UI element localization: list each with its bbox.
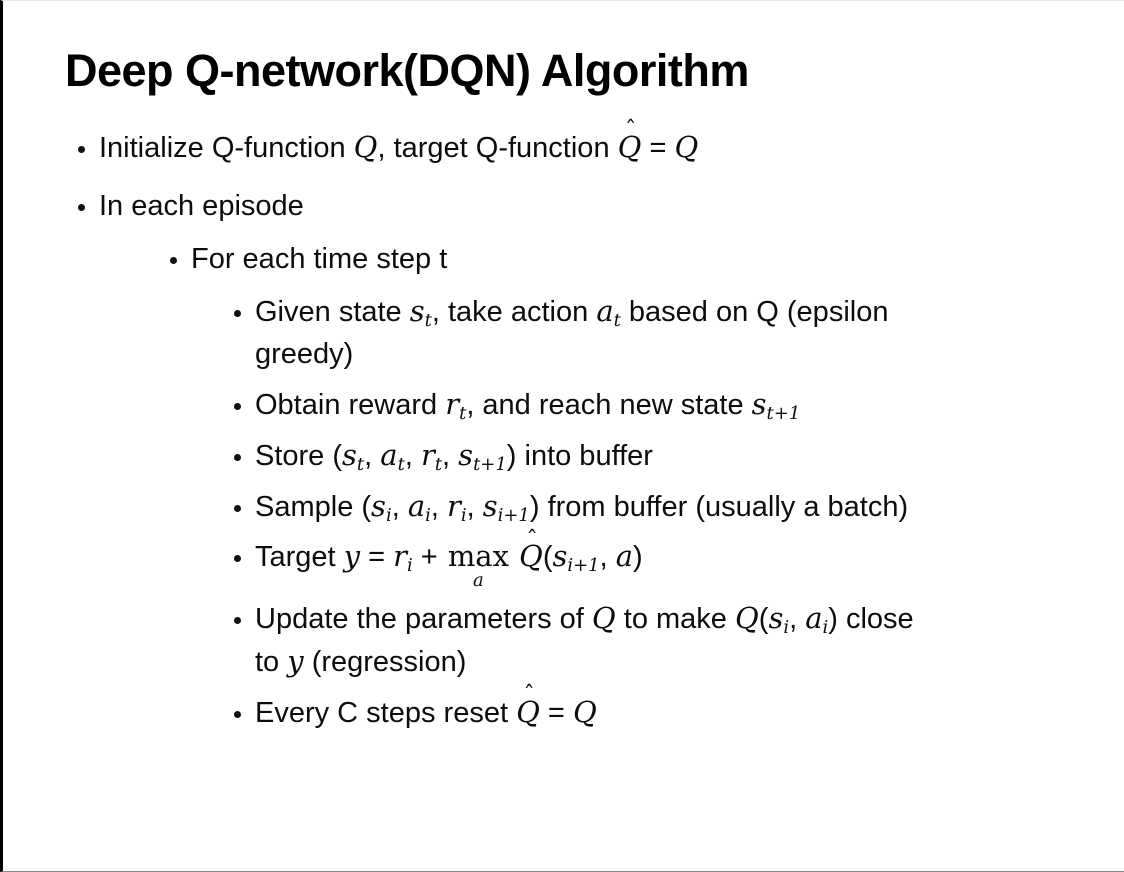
- bullet-text-update: Update the parameters of Q to make Q(si,…: [255, 601, 914, 679]
- bullet-sublist-episode: For each time step t Given state st, tak…: [99, 239, 1124, 735]
- bullet-obtain-reward: Obtain reward rt, and reach new state st…: [255, 384, 1124, 427]
- bullet-in-each-episode: In each episode For each time step t Giv…: [99, 186, 1124, 735]
- bullet-store: Store (st, at, rt, st+1) into buffer: [255, 435, 1124, 478]
- bullet-initialize: Initialize Q-function Q, target Q-functi…: [99, 117, 1124, 170]
- bullet-text-for-each-time-step: For each time step t: [191, 243, 448, 276]
- bullet-given-state: Given state st, take action at based on …: [255, 291, 1124, 376]
- bullet-sublist-time-step: Given state st, take action at based on …: [191, 291, 1124, 735]
- bullet-text-in-each-episode: In each episode: [99, 189, 304, 222]
- bullet-for-each-time-step: For each time step t Given state st, tak…: [191, 239, 1124, 735]
- bullet-text-obtain-reward: Obtain reward rt, and reach new state st…: [255, 386, 801, 424]
- bullet-text-initialize: Initialize Q-function Q, target Q-functi…: [99, 117, 699, 164]
- bullet-text-store: Store (st, at, rt, st+1) into buffer: [255, 437, 653, 475]
- bullet-sample: Sample (si, ai, ri, si+1) from buffer (u…: [255, 486, 1124, 529]
- page-title: Deep Q-network(DQN) Algorithm: [65, 45, 749, 96]
- bullet-every-c-steps: Every C steps reset ˆQ = Q: [255, 682, 1124, 735]
- bullet-text-given-state: Given state st, take action at based on …: [255, 294, 889, 370]
- bullet-list: Initialize Q-function Q, target Q-functi…: [67, 117, 1124, 735]
- bullet-text-sample: Sample (si, ai, ri, si+1) from buffer (u…: [255, 488, 909, 526]
- bullet-update: Update the parameters of Q to make Q(si,…: [255, 598, 1124, 684]
